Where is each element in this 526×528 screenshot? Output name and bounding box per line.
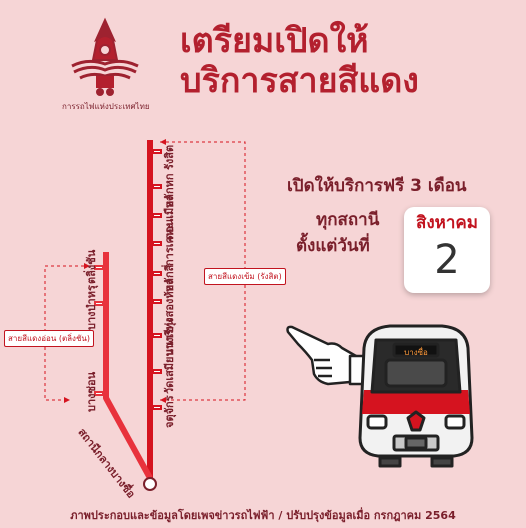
- srt-emblem-icon: [71, 17, 139, 96]
- footer-credit: ภาพประกอบและข้อมูลโดยเพจข่าวรถไฟฟ้า / ปร…: [0, 503, 526, 528]
- station-label: รังสิต: [163, 144, 176, 170]
- station-label: วัดเสมียนนารี: [163, 329, 176, 394]
- calendar-month: สิงหาคม: [415, 213, 478, 233]
- train-illustration: [358, 324, 474, 468]
- pointing-hand-icon: [286, 325, 366, 386]
- train-destination-sign: บางซื่อ: [404, 348, 428, 357]
- station-label: บางบำหรุ: [85, 285, 98, 330]
- calendar-day: 2: [434, 237, 460, 283]
- page-title-line1: เตรียมเปิดให้: [180, 21, 369, 61]
- station-label: บางซ่อน: [85, 371, 98, 412]
- station-label: จตุจักร: [163, 395, 176, 428]
- light-red-line: [103, 252, 153, 480]
- promo-line2: ทุกสถานี: [316, 210, 380, 230]
- promo-line3: ตั้งแต่วันที่: [296, 236, 370, 256]
- promo-line1: เปิดให้บริการฟรี 3 เดือน: [287, 176, 467, 196]
- dark-red-line-tag: สายสีแดงเข้ม (รังสิต): [204, 268, 286, 285]
- terminal-station-icon: [143, 477, 157, 491]
- light-red-line-tag: สายสีแดงอ่อน (ตลิ่งชัน): [4, 330, 94, 347]
- logo-caption: การรถไฟแห่งประเทศไทย: [62, 102, 150, 111]
- station-label: การเคหะ: [163, 222, 176, 266]
- calendar-badge: สิงหาคม 2: [404, 207, 490, 293]
- station-label: ตลิ่งชัน: [85, 249, 98, 284]
- page-title-line2: บริการสายสีแดง: [180, 61, 419, 101]
